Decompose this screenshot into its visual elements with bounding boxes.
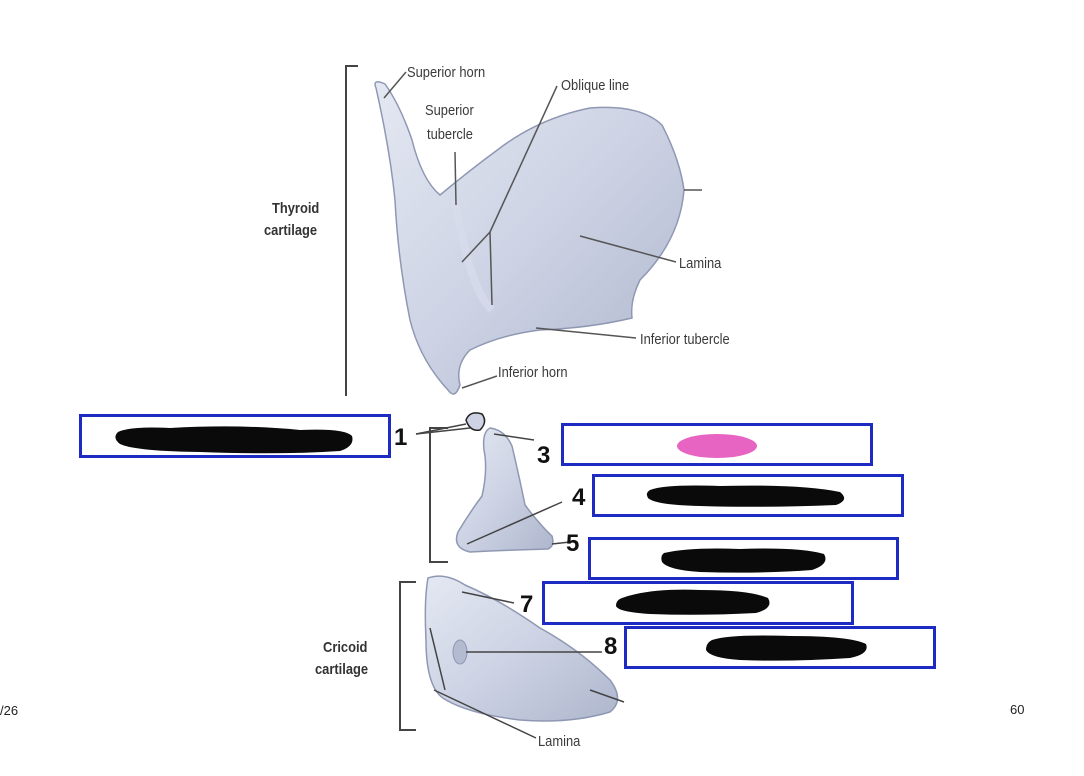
thyroid-bracket — [345, 65, 358, 396]
label-lamina-top: Lamina — [679, 255, 722, 272]
label-inferior-tubercle: Inferior tubercle — [640, 331, 730, 348]
label-superior-tubercle-1: Superior — [425, 102, 474, 119]
cricoid-facet — [452, 639, 468, 665]
answer-box-7[interactable] — [542, 581, 854, 625]
corniculate-cartilage-shape — [465, 412, 486, 432]
label-oblique-line: Oblique line — [561, 77, 630, 94]
arytenoid-bracket — [429, 427, 448, 563]
number-1: 1 — [394, 424, 408, 451]
label-thyroid-1: Thyroid — [272, 200, 320, 217]
number-4: 4 — [572, 484, 586, 511]
cricoid-leaders — [429, 591, 625, 739]
thyroid-cartilage-shape — [374, 81, 685, 395]
label-inferior-horn: Inferior horn — [498, 364, 568, 381]
number-5: 5 — [566, 530, 580, 557]
answer-box-4[interactable] — [592, 474, 904, 517]
number-7: 7 — [520, 591, 534, 618]
answer-box-8[interactable] — [624, 626, 936, 669]
label-cricoid-1: Cricoid — [323, 639, 368, 656]
number-8: 8 — [604, 633, 618, 660]
answer-box-1[interactable] — [79, 414, 391, 458]
label-cricoid-2: cartilage — [315, 661, 369, 678]
arytenoid-cartilage-shape — [455, 427, 554, 553]
cricoid-bracket — [399, 581, 416, 731]
label-thyroid-2: cartilage — [264, 222, 318, 239]
number-3: 3 — [537, 442, 551, 469]
label-superior-horn: Superior horn — [407, 64, 486, 81]
thyroid-lamina-ridge — [451, 199, 495, 313]
arytenoid-leaders — [415, 423, 571, 545]
thyroid-leaders — [383, 71, 702, 389]
page-number: 60 — [1010, 702, 1025, 717]
answer-box-3[interactable] — [561, 423, 873, 466]
footer-date-fragment: /26 — [0, 703, 19, 718]
label-lamina-bottom: Lamina — [538, 733, 581, 750]
answer-box-5[interactable] — [588, 537, 899, 580]
label-superior-tubercle-2: tubercle — [427, 126, 473, 143]
